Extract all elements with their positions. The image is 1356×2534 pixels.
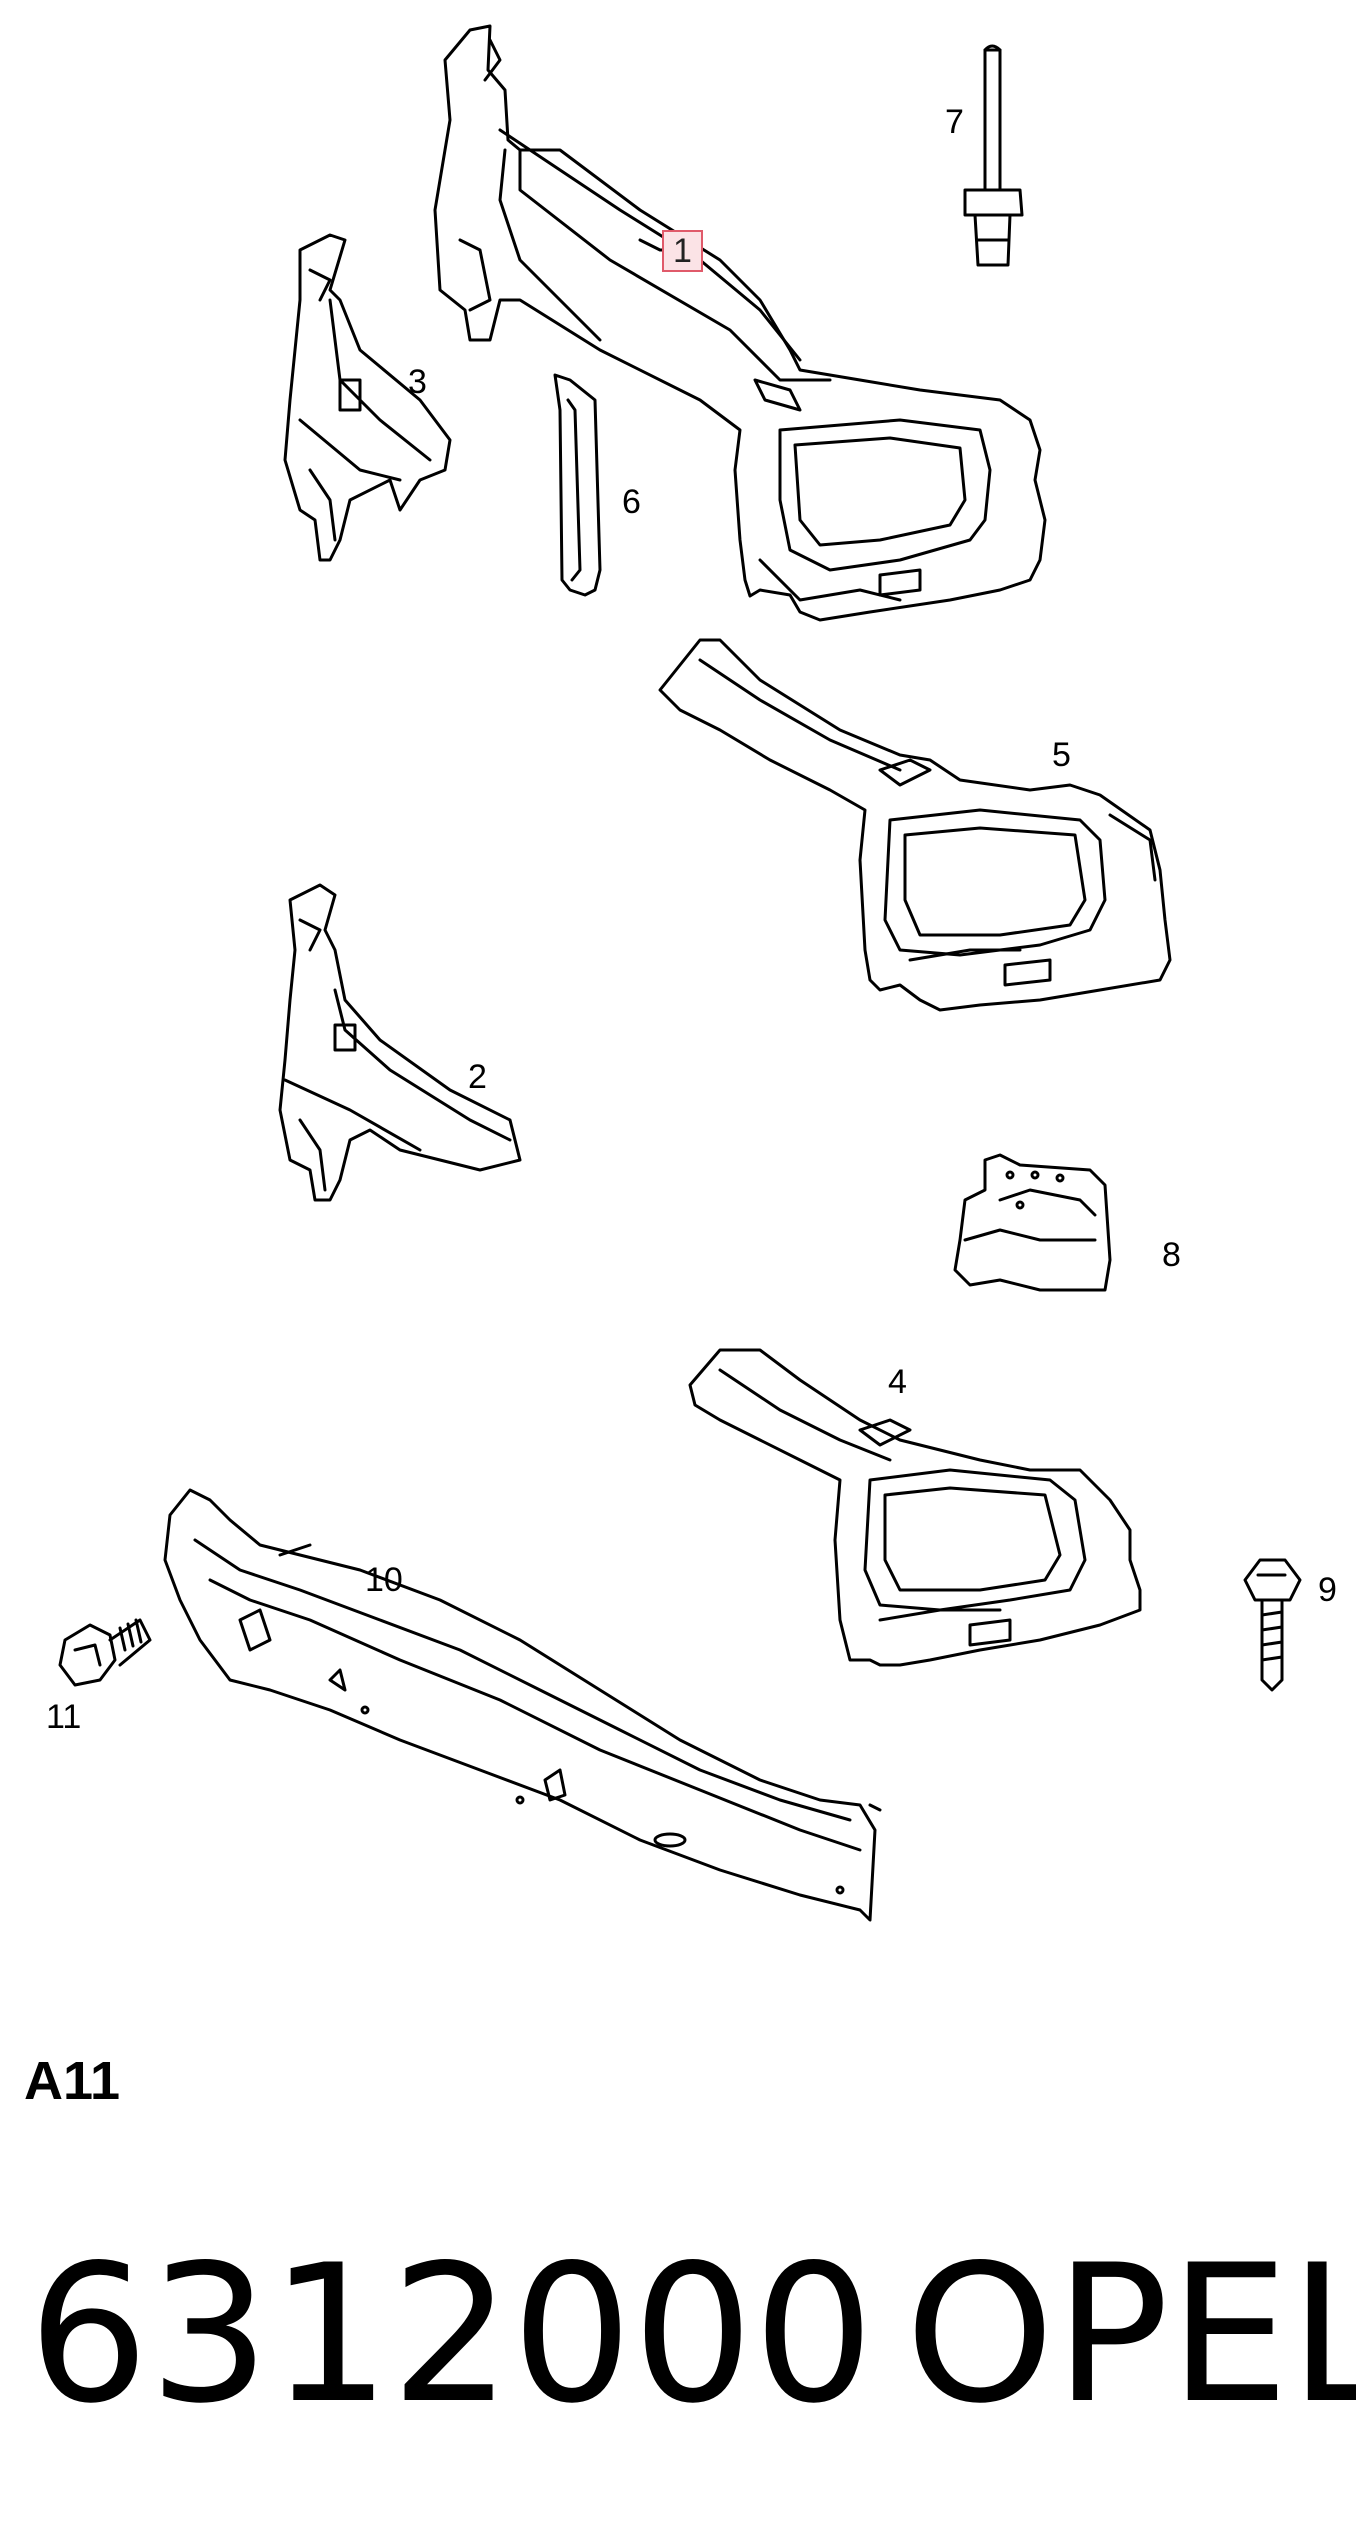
part-9-screw: [1243, 1558, 1302, 1692]
section-code: A11: [24, 2051, 121, 2111]
part-number: 6312000: [28, 2224, 875, 2445]
part-4-housing: [688, 1348, 1142, 1667]
callout-3: 3: [408, 363, 427, 401]
part-6-strip: [553, 373, 602, 597]
part-5-housing: [658, 638, 1172, 1012]
part-2-left-bracket: [278, 883, 522, 1202]
callout-2: 2: [468, 1058, 487, 1096]
part-8-reinforcement: [953, 1153, 1112, 1292]
part-7-pin: [963, 44, 1024, 267]
callout-4: 4: [888, 1363, 907, 1401]
callout-11: 11: [46, 1698, 82, 1736]
brand-name: OPEL: [905, 2224, 1356, 2445]
callout-8: 8: [1162, 1236, 1181, 1274]
callout-1: 1: [662, 230, 703, 272]
part-3-left-bracket: [283, 233, 452, 562]
part-10-bumper-beam: [163, 1488, 882, 1922]
callout-9: 9: [1318, 1571, 1337, 1609]
callout-6: 6: [622, 483, 641, 521]
part-1-front-panel: [433, 24, 1047, 622]
callout-5: 5: [1052, 736, 1071, 774]
parts-diagram: [58, 24, 1302, 1922]
callout-10: 10: [365, 1561, 403, 1599]
part-11-bolt: [58, 1618, 152, 1687]
callout-7: 7: [945, 103, 964, 141]
